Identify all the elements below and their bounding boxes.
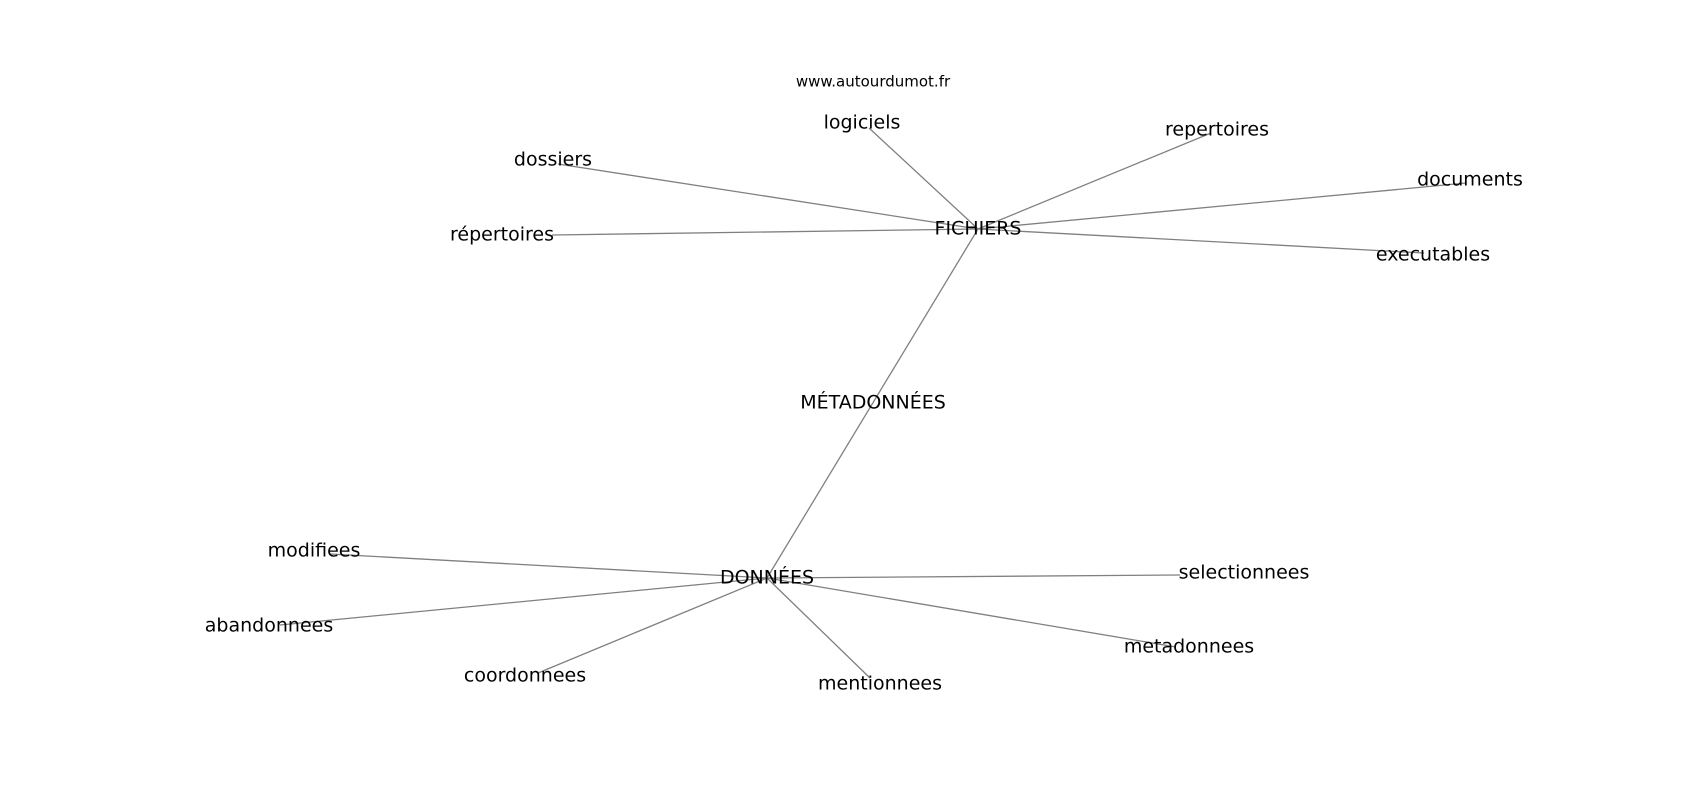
node-label-repertoires-accent[interactable]: répertoires [450, 224, 554, 246]
node-label-fichiers[interactable]: FICHIERS [935, 218, 1022, 240]
edge-donnees-coordonnees [537, 577, 768, 674]
edges-layer [279, 127, 1467, 679]
node-label-metadonnees-lower[interactable]: metadonnees [1124, 636, 1254, 658]
edge-donnees-selectionnees [766, 574, 1181, 579]
node-label-dossiers[interactable]: dossiers [514, 149, 592, 171]
node-label-modifiees[interactable]: modifiees [268, 540, 361, 562]
node-label-executables[interactable]: executables [1376, 244, 1490, 266]
labels-layer: FICHIERS MÉTADONNÉES DONNÉES logiciels reper… [205, 112, 1523, 695]
edge-fichiers-dossiers [557, 163, 979, 230]
node-label-documents[interactable]: documents [1417, 169, 1523, 191]
node-label-mentionnees[interactable]: mentionnees [818, 673, 942, 695]
edge-donnees-modifiees [329, 553, 768, 579]
node-label-coordonnees[interactable]: coordonnees [464, 665, 586, 687]
node-label-abandonnees[interactable]: abandonnees [205, 615, 333, 637]
node-label-selectionnees[interactable]: selectionnees [1179, 562, 1310, 584]
watermark-text: www.autourdumot.fr [796, 73, 951, 91]
node-label-metadonnees-center[interactable]: MÉTADONNÉES [800, 391, 946, 414]
edge-fichiers-donnees [766, 228, 979, 579]
edge-donnees-abandonnees [279, 577, 768, 626]
edge-fichiers-repertoires_plain [977, 132, 1212, 230]
node-label-logiciels[interactable]: logiciels [824, 112, 901, 134]
edge-fichiers-executables [977, 228, 1425, 254]
edge-fichiers-logiciels [868, 127, 979, 230]
edge-fichiers-documents [977, 182, 1467, 230]
edge-fichiers-repertoires_accent [551, 228, 979, 236]
node-label-repertoires-plain[interactable]: repertoires [1165, 119, 1269, 141]
edge-donnees-metadonnees_lower [766, 577, 1177, 648]
node-label-donnees[interactable]: DONNÉES [720, 566, 814, 589]
edge-donnees-mentionnees [766, 577, 871, 679]
